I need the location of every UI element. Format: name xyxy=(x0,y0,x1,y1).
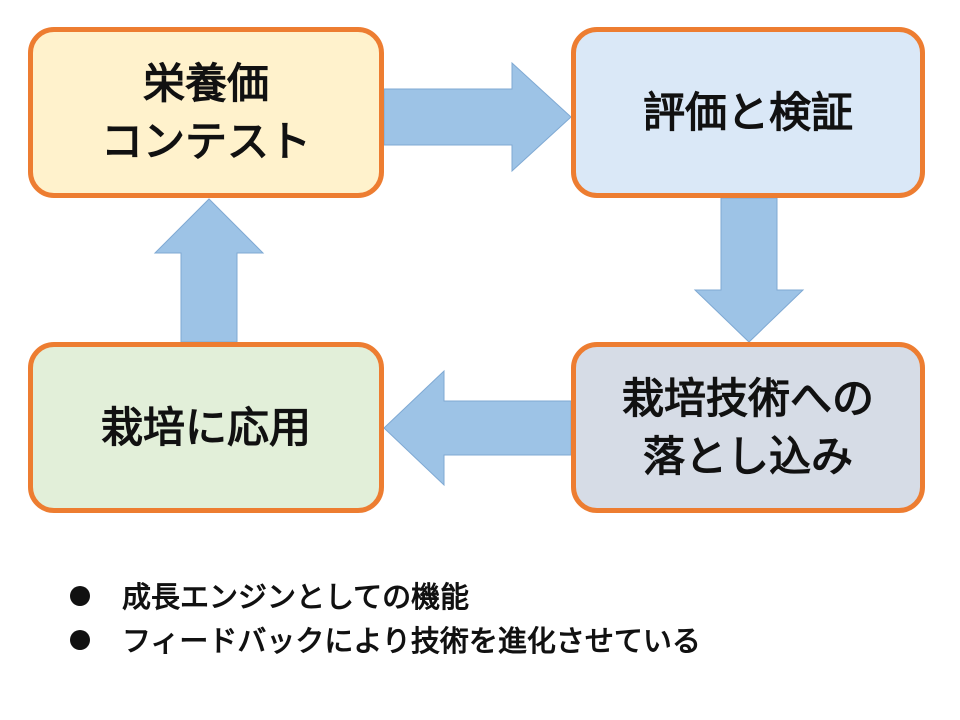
box-line: コンテスト xyxy=(100,116,311,166)
box-line: 栽培技術への xyxy=(621,373,874,423)
arrow-down xyxy=(693,197,805,343)
box-nutrition-contest: 栄養価 コンテスト xyxy=(28,27,384,198)
box-line: 栄養価 xyxy=(142,58,269,108)
box-cultivation-application: 栽培に応用 xyxy=(28,342,384,513)
bullet-list: 成長エンジンとしての機能 フィードバックにより技術を進化させている xyxy=(70,575,701,663)
bullet-dot-icon xyxy=(70,586,90,606)
box-line: 評価と検証 xyxy=(642,87,853,137)
box-evaluation: 評価と検証 xyxy=(571,27,925,198)
bullet-item: フィードバックにより技術を進化させている xyxy=(70,619,701,663)
bullet-dot-icon xyxy=(70,630,90,650)
bullet-text: 成長エンジンとしての機能 xyxy=(122,580,470,614)
box-line: 栽培に応用 xyxy=(100,402,311,452)
box-technique-adoption: 栽培技術への 落とし込み xyxy=(571,342,925,513)
bullet-item: 成長エンジンとしての機能 xyxy=(70,575,701,619)
bullet-text: フィードバックにより技術を進化させている xyxy=(122,624,701,658)
arrow-left xyxy=(383,369,572,487)
box-line: 落とし込み xyxy=(642,431,853,481)
arrow-up xyxy=(153,198,265,343)
arrow-right xyxy=(383,61,572,173)
